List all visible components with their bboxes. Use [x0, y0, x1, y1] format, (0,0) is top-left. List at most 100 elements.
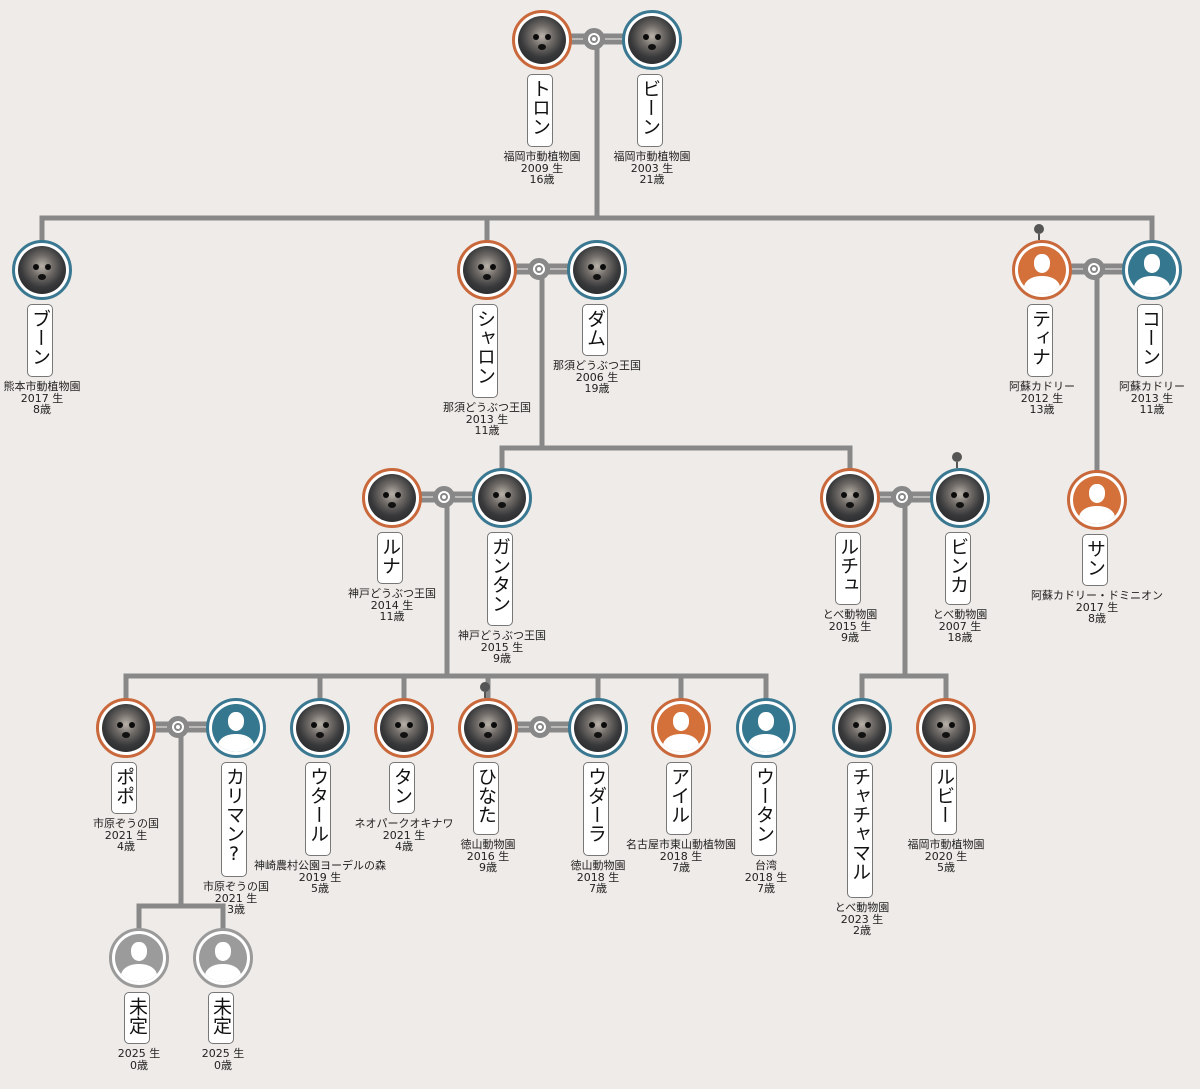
avatar[interactable]: [567, 240, 627, 300]
birth-year: 2021 生: [6, 829, 246, 842]
avatar[interactable]: [651, 698, 711, 758]
birth-year-value: 2006: [575, 370, 604, 384]
zoo-name: 神戸どうぶつ王国: [348, 587, 436, 600]
zoo-name: ネオパークオキナワ: [354, 817, 454, 830]
avatar[interactable]: [12, 240, 72, 300]
birth-year: 2020 生: [826, 849, 1066, 863]
avatar[interactable]: [1122, 240, 1182, 300]
birth-year-value: 2025: [117, 1047, 146, 1060]
avatar[interactable]: [736, 698, 796, 758]
birth-year-value: 2015: [828, 619, 857, 633]
age: 4歳: [117, 840, 135, 853]
pin-icon: [1034, 224, 1044, 240]
birth-suffix: 生: [497, 412, 509, 426]
zoo-name: 福岡市動植物園: [613, 150, 691, 163]
birth-year-value: 2018: [659, 849, 688, 863]
birth-suffix: 生: [330, 870, 342, 884]
birth-suffix: 生: [1162, 391, 1174, 405]
name-label: ルチュ: [835, 532, 861, 605]
avatar[interactable]: [1067, 470, 1127, 530]
birth-year-value: 2013: [1130, 391, 1159, 405]
binturong-photo: [464, 704, 512, 752]
birth-year: 2018 生: [561, 849, 801, 863]
person-silhouette-icon: [212, 704, 260, 752]
avatar[interactable]: [832, 698, 892, 758]
birth-year: 2006 生: [477, 370, 717, 384]
avatar[interactable]: [916, 698, 976, 758]
binturong-photo: [573, 246, 621, 294]
name-label: ダム: [582, 304, 608, 356]
birth-year: 2015 生: [382, 641, 622, 654]
birth-year: 2012 生: [922, 392, 1162, 405]
avatar[interactable]: [930, 468, 990, 528]
birth-suffix: 生: [52, 391, 64, 405]
avatar[interactable]: [512, 10, 572, 70]
zoo-name: 市原ぞうの国: [203, 880, 269, 893]
avatar[interactable]: [622, 10, 682, 70]
avatar[interactable]: [96, 698, 156, 758]
avatar[interactable]: [457, 240, 517, 300]
birth-suffix: 生: [970, 619, 982, 633]
name-label: タン: [389, 762, 415, 814]
zoo-name: 阿蘇カドリー・ドミニオン: [1031, 589, 1163, 602]
age: 5歳: [937, 861, 955, 874]
avatar[interactable]: [374, 698, 434, 758]
avatar[interactable]: [109, 928, 169, 988]
binturong-photo: [463, 246, 511, 294]
birth-year-value: 2003: [630, 161, 659, 175]
name-label: アイル: [666, 762, 692, 835]
name-label: ウータン: [751, 762, 777, 856]
name-label: チャチャマル: [847, 762, 873, 898]
age: 0歳: [130, 1058, 148, 1072]
age: 11歳: [474, 424, 500, 437]
spiral-icon: [891, 486, 913, 508]
person-silhouette-icon: [115, 934, 163, 982]
birth-suffix: 生: [402, 598, 414, 612]
birth-suffix: 生: [956, 849, 968, 863]
birth-year: 2025 生: [103, 1048, 343, 1060]
binturong-photo: [838, 704, 886, 752]
birth-suffix: 生: [860, 619, 872, 633]
name-label: ウダーラ: [583, 762, 609, 856]
birth-year-value: 2021: [382, 828, 411, 842]
zoo-name: 福岡市動植物園: [907, 838, 985, 851]
name-label: トロン: [527, 74, 553, 147]
avatar[interactable]: [820, 468, 880, 528]
person-silhouette-icon: [657, 704, 705, 752]
binturong-photo: [18, 246, 66, 294]
zoo-name: とべ動物園: [822, 608, 878, 621]
avatar[interactable]: [193, 928, 253, 988]
birth-year-value: 2009: [520, 161, 549, 175]
avatar[interactable]: [458, 698, 518, 758]
avatar[interactable]: [568, 698, 628, 758]
avatar[interactable]: [362, 468, 422, 528]
avatar[interactable]: [1012, 240, 1072, 300]
birth-year-value: 2023: [840, 912, 869, 926]
birth-year: 2016 生: [368, 850, 608, 863]
birth-suffix: 生: [607, 370, 619, 384]
zoo-name: 台湾: [755, 859, 777, 872]
binturong-photo: [380, 704, 428, 752]
name-label: ウタール: [305, 762, 331, 856]
age: 11歳: [1139, 403, 1165, 416]
birth-suffix: 生: [233, 1047, 245, 1060]
avatar[interactable]: [290, 698, 350, 758]
avatar[interactable]: [472, 468, 532, 528]
name-label: カリマン?: [221, 762, 247, 877]
birth-year: 2015 生: [730, 619, 970, 633]
birth-year-value: 2020: [924, 849, 953, 863]
name-label: ティナ: [1027, 304, 1053, 377]
age: 4歳: [395, 840, 413, 853]
age: 13歳: [1029, 403, 1055, 416]
name-label: ひなた: [473, 762, 499, 835]
avatar[interactable]: [206, 698, 266, 758]
